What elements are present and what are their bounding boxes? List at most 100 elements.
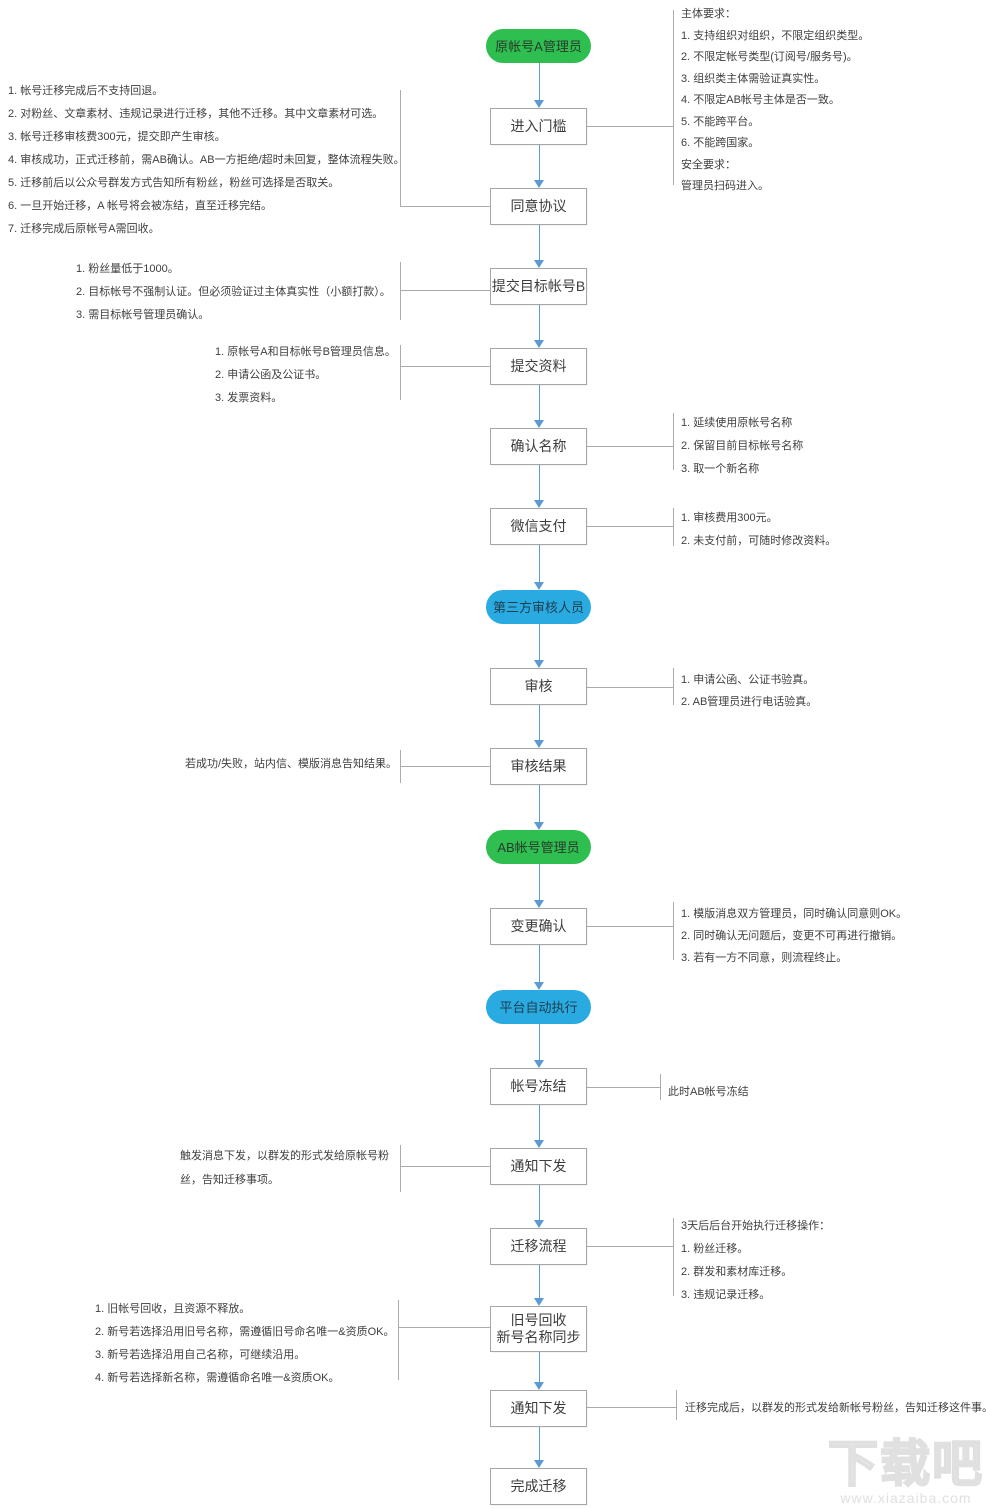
flow-arrow-shaft (538, 705, 540, 741)
annotation-block-right-pay-notes: 1. 审核费用300元。 2. 未支付前，可随时修改资料。 (681, 507, 836, 553)
node-role-third-party-reviewer: 第三方审核人员 (486, 590, 591, 624)
annotation-connector-line (400, 366, 490, 367)
annotation-line: 3. 需目标帐号管理员确认。 (76, 309, 210, 321)
flow-arrowhead-icon (533, 740, 544, 748)
annotation-bracket-line (400, 262, 401, 320)
annotation-line: 5. 不能跨平台。 (681, 115, 760, 128)
node-role-platform-auto: 平台自动执行 (486, 990, 591, 1024)
flow-arrowhead-icon (533, 1298, 544, 1306)
annotation-block-left-recycle-rules: 1. 旧帐号回收，且资源不释放。2. 新号若选择沿用旧号名称，需遵循旧号命名唯一… (95, 1298, 394, 1390)
node-review: 审核 (490, 668, 587, 705)
annotation-line: 3. 新号若选择沿用自己名称，可继续沿用。 (95, 1349, 306, 1361)
node-submit-materials: 提交资料 (490, 348, 587, 385)
watermark-url: www.xiazaiba.com (840, 1490, 972, 1506)
flow-arrow-shaft (538, 1024, 540, 1061)
annotation-line: 3. 帐号迁移审核费300元，提交即产生审核。 (8, 131, 226, 143)
annotation-bracket-line (400, 90, 401, 206)
annotation-line: 4. 审核成功，正式迁移前，需AB确认。AB一方拒绝/超时未回复，整体流程失败。 (8, 154, 405, 166)
node-role-ab-admin-label: AB帐号管理员 (497, 839, 580, 855)
annotation-block-right-final-notify-note: 迁移完成后，以群发的形式发给新帐号粉丝，告知迁移这件事。 (685, 1397, 986, 1419)
watermark: 下载吧 www.xiazaiba.com (827, 1438, 984, 1506)
annotation-connector-line (587, 687, 673, 688)
annotation-block-right-freeze-note: 此时AB帐号冻结 (668, 1081, 749, 1103)
flow-arrowhead-icon (533, 420, 544, 428)
annotation-block-right-change-confirm-notes: 1. 模版消息双方管理员，同时确认同意则OK。2. 同时确认无问题后，变更不可再… (681, 903, 907, 969)
node-review-label: 审核 (524, 678, 553, 694)
annotation-block-left-target-account-rules: 1. 粉丝量低于1000。2. 目标帐号不强制认证。但必须验证过主体真实性（小额… (76, 258, 391, 327)
annotation-connector-line (587, 526, 673, 527)
flow-arrow-shaft (538, 1185, 540, 1221)
node-submit-materials-label: 提交资料 (510, 358, 567, 374)
annotation-bracket-line (673, 902, 674, 960)
annotation-line: 3. 取一个新名称 (681, 463, 760, 475)
flow-arrowhead-icon (533, 1060, 544, 1068)
node-migration-process: 迁移流程 (490, 1228, 587, 1265)
annotation-line: 3. 违规记录迁移。 (681, 1289, 771, 1301)
annotation-line: 3. 若有一方不同意，则流程终止。 (681, 952, 848, 964)
flow-arrowhead-icon (533, 582, 544, 590)
node-review-result-label: 审核结果 (510, 758, 567, 774)
annotation-connector-line (400, 290, 490, 291)
flow-arrow-shaft (538, 864, 540, 901)
flow-arrow-shaft (538, 785, 540, 823)
annotation-line: 1. 审核费用300元。 (681, 512, 778, 524)
flow-arrowhead-icon (533, 822, 544, 830)
annotation-connector-line (587, 446, 673, 447)
node-agree-protocol-label: 同意协议 (510, 198, 567, 214)
node-notify-send-1: 通知下发 (490, 1148, 587, 1185)
node-role-original-admin-label: 原帐号A管理员 (495, 38, 582, 54)
annotation-line: 1. 帐号迁移完成后不支持回退。 (8, 85, 164, 97)
annotation-block-right-subject-requirements: 主体要求：1. 支持组织对组织，不限定组织类型。2. 不限定帐号类型(订阅号/服… (681, 4, 869, 198)
annotation-line: 主体要求： (681, 8, 736, 20)
node-notify-send-2: 通知下发 (490, 1390, 587, 1427)
annotation-connector-line (587, 1407, 676, 1408)
flow-arrowhead-icon (533, 260, 544, 268)
node-complete-migration-label: 完成迁移 (510, 1478, 567, 1494)
annotation-line: 2. AB管理员进行电话验真。 (681, 696, 818, 708)
annotation-connector-line (400, 1166, 490, 1167)
annotation-line: 2. 申请公函及公证书。 (215, 369, 327, 381)
flow-arrowhead-icon (533, 660, 544, 668)
annotation-block-left-overall-rules: 1. 帐号迁移完成后不支持回退。2. 对粉丝、文章素材、违规记录进行迁移，其他不… (8, 80, 405, 241)
flow-arrow-shaft (538, 63, 540, 101)
annotation-bracket-line (673, 1218, 674, 1296)
flow-arrowhead-icon (533, 1220, 544, 1228)
flow-arrow-shaft (538, 545, 540, 583)
annotation-block-left-notify-note: 触发消息下发，以群发的形式发给原帐号粉丝，告知迁移事项。 (180, 1144, 394, 1192)
annotation-line: 7. 迁移完成后原帐号A需回收。 (8, 223, 160, 235)
annotation-connector-line (587, 1246, 673, 1247)
annotation-line: 2. 同时确认无问题后，变更不可再进行撤销。 (681, 930, 903, 942)
node-old-recycle-new-name-sync: 旧号回收 新号名称同步 (490, 1306, 587, 1352)
annotation-connector-line (587, 926, 673, 927)
annotation-line: 1. 旧帐号回收，且资源不释放。 (95, 1303, 251, 1315)
annotation-line: 若成功/失败，站内信、模版消息告知结果。 (185, 758, 398, 770)
node-role-third-party-reviewer-label: 第三方审核人员 (492, 599, 584, 615)
flow-arrow-shaft (538, 145, 540, 181)
flow-arrow-shaft (538, 465, 540, 501)
node-agree-protocol: 同意协议 (490, 188, 587, 225)
annotation-line: 2. 目标帐号不强制认证。但必须验证过主体真实性（小额打款）。 (76, 286, 391, 298)
node-role-ab-admin: AB帐号管理员 (486, 830, 591, 864)
annotation-line: 2. 未支付前，可随时修改资料。 (681, 535, 837, 547)
annotation-bracket-line (398, 1300, 399, 1380)
node-change-confirm-label: 变更确认 (510, 918, 567, 934)
node-wechat-pay: 微信支付 (490, 508, 587, 545)
flow-arrowhead-icon (533, 1382, 544, 1390)
node-role-original-admin: 原帐号A管理员 (486, 29, 591, 63)
annotation-bracket-line (400, 345, 401, 400)
annotation-line: 3天后后台开始执行迁移操作： (681, 1220, 831, 1232)
node-old-recycle-new-name-sync-label: 旧号回收 新号名称同步 (496, 1312, 581, 1345)
annotation-bracket-line (673, 668, 674, 705)
flow-arrow-shaft (538, 1352, 540, 1383)
flow-arrow-shaft (538, 225, 540, 261)
annotation-connector-line (587, 1087, 660, 1088)
node-confirm-name: 确认名称 (490, 428, 587, 465)
flow-arrowhead-icon (533, 500, 544, 508)
annotation-line: 2. 群发和素材库迁移。 (681, 1266, 793, 1278)
flow-arrow-shaft (538, 1265, 540, 1299)
node-entry-threshold-label: 进入门槛 (510, 118, 567, 134)
annotation-bracket-line (660, 1074, 661, 1100)
annotation-line: 3. 发票资料。 (215, 392, 283, 404)
